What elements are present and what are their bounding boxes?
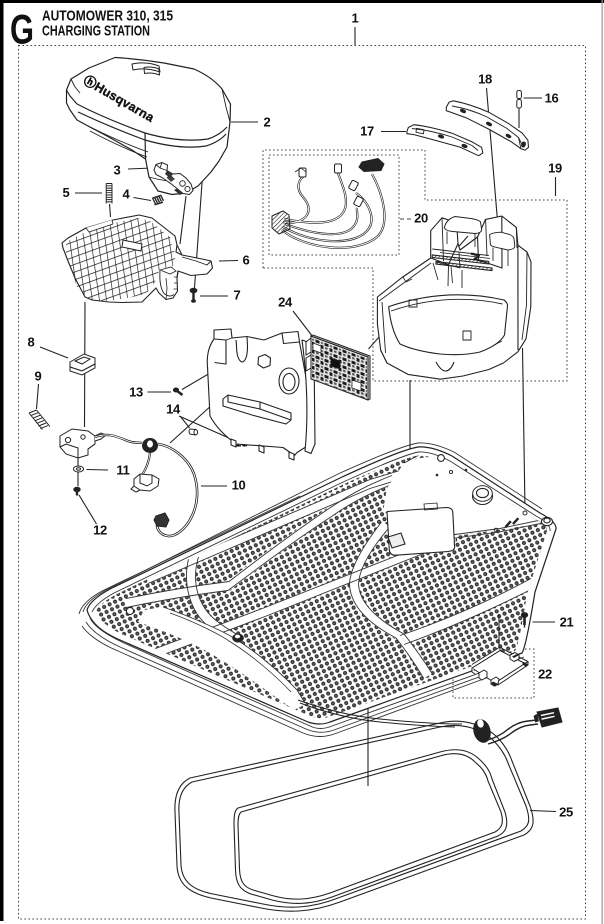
svg-text:20: 20: [414, 211, 428, 226]
svg-text:10: 10: [232, 478, 246, 493]
svg-text:5: 5: [63, 185, 70, 200]
svg-text:12: 12: [93, 523, 107, 538]
svg-text:13: 13: [129, 385, 143, 400]
svg-text:11: 11: [116, 463, 129, 478]
svg-text:25: 25: [559, 805, 573, 820]
svg-text:3: 3: [114, 163, 121, 178]
svg-text:19: 19: [548, 161, 562, 176]
svg-text:14: 14: [166, 402, 181, 417]
svg-text:18: 18: [478, 72, 492, 87]
svg-text:22: 22: [538, 667, 552, 682]
svg-text:16: 16: [545, 91, 559, 106]
svg-text:6: 6: [243, 253, 250, 268]
svg-text:2: 2: [264, 115, 271, 130]
svg-text:7: 7: [234, 288, 241, 303]
svg-text:1: 1: [352, 11, 359, 26]
svg-text:G: G: [10, 6, 34, 53]
svg-text:17: 17: [360, 124, 374, 139]
svg-text:21: 21: [560, 615, 574, 630]
svg-text:CHARGING STATION: CHARGING STATION: [42, 24, 150, 40]
svg-text:AUTOMOWER 310, 315: AUTOMOWER 310, 315: [42, 9, 173, 25]
svg-text:24: 24: [278, 295, 293, 310]
svg-text:9: 9: [35, 369, 42, 384]
svg-text:8: 8: [28, 335, 35, 350]
svg-text:4: 4: [123, 187, 131, 202]
